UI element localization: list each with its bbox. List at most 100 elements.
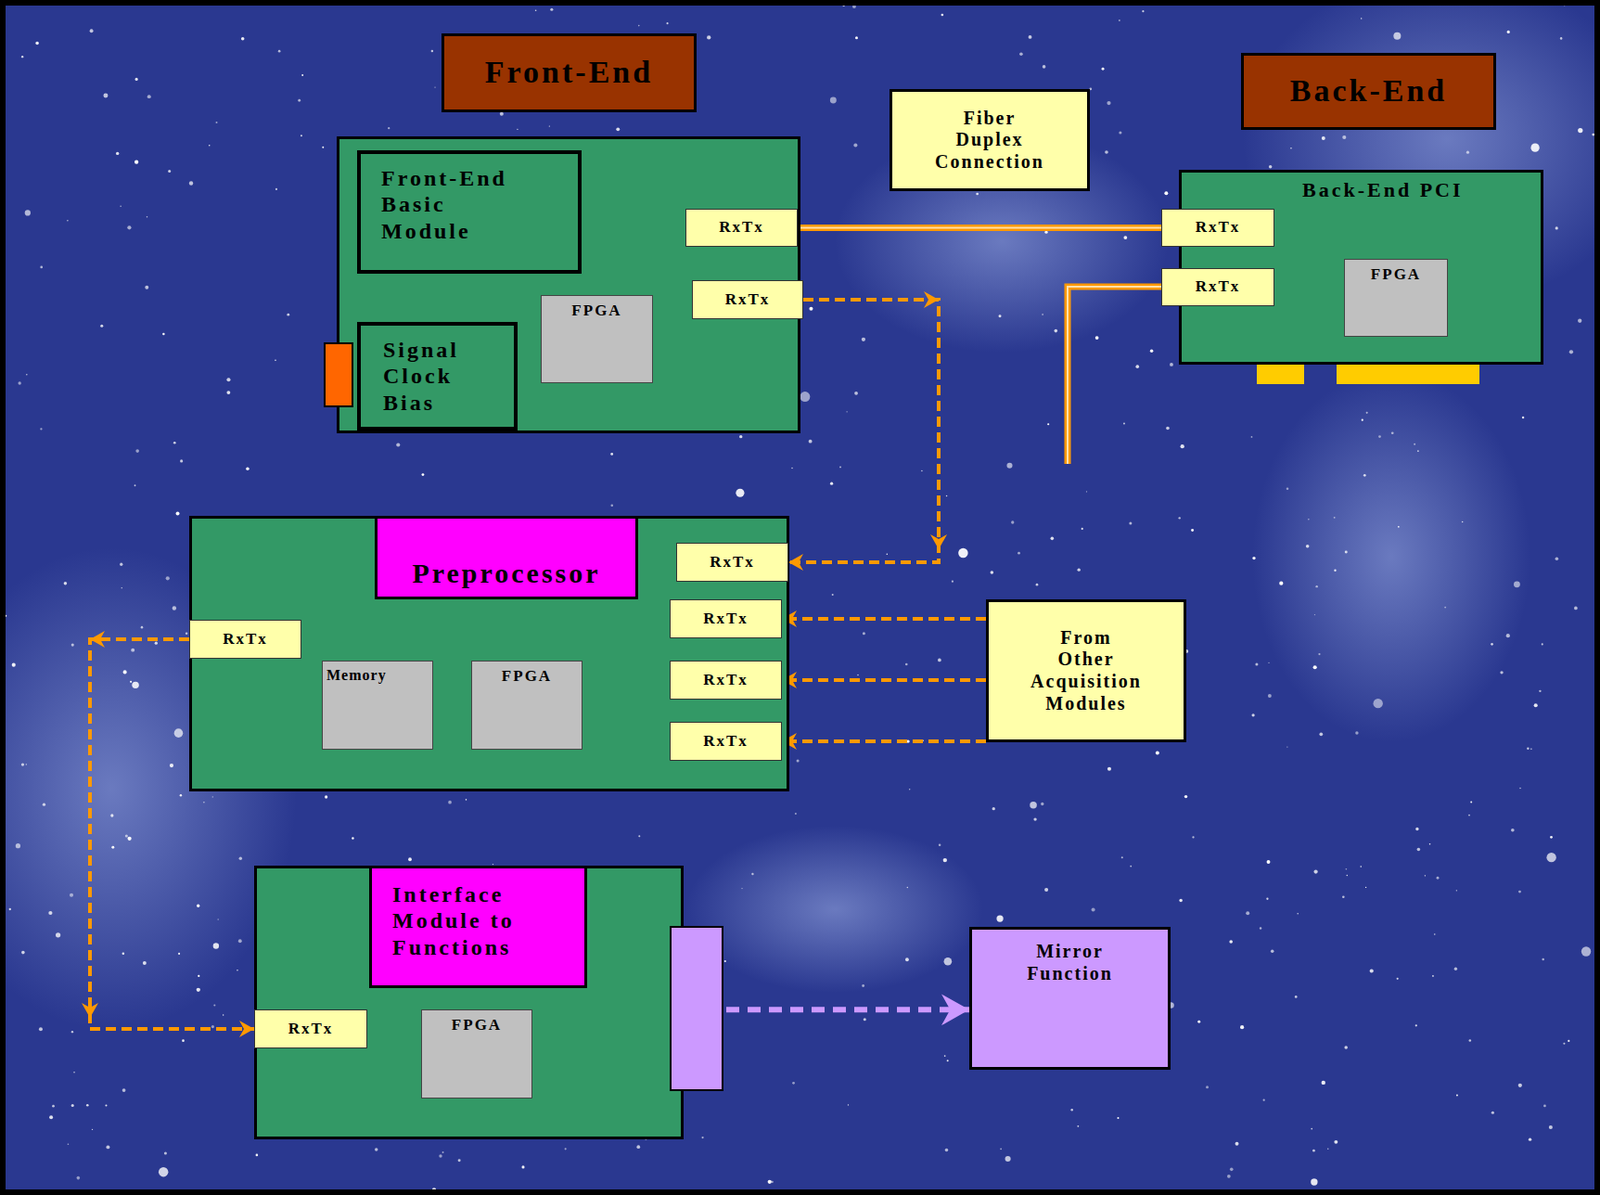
star — [1346, 874, 1348, 876]
star — [1432, 974, 1434, 977]
input-connector — [324, 343, 353, 407]
star — [1245, 910, 1250, 915]
star — [1522, 416, 1524, 419]
star — [1490, 642, 1494, 646]
connector-group — [781, 679, 986, 681]
star — [1267, 693, 1272, 698]
star — [1135, 364, 1140, 369]
star — [131, 681, 139, 689]
box-label: Front-End Basic Module — [381, 165, 525, 244]
star — [21, 950, 26, 955]
star — [134, 159, 139, 164]
star — [51, 1104, 55, 1108]
star — [300, 134, 303, 137]
star — [1318, 652, 1320, 655]
star — [1519, 787, 1522, 790]
star — [1567, 1039, 1570, 1042]
star — [176, 511, 180, 515]
box-label: Back-End — [1290, 72, 1448, 110]
star — [119, 563, 123, 566]
star — [665, 22, 668, 25]
box-label: RxTx — [222, 629, 269, 649]
star — [1091, 907, 1096, 911]
connector-group — [683, 1009, 970, 1011]
star — [1577, 128, 1583, 133]
arrow-head — [923, 291, 939, 308]
star — [1510, 828, 1515, 832]
star — [1266, 897, 1268, 900]
chip-box: FPGA — [421, 1009, 533, 1099]
star — [1560, 37, 1563, 40]
star — [791, 467, 794, 470]
star — [324, 794, 328, 798]
star — [166, 576, 170, 580]
star — [167, 169, 171, 173]
star — [1344, 550, 1348, 553]
star — [1562, 1042, 1565, 1045]
star — [1006, 462, 1012, 469]
star — [943, 857, 948, 862]
star — [1155, 750, 1160, 755]
star — [1466, 151, 1470, 154]
star — [71, 1103, 75, 1107]
star — [1290, 147, 1292, 149]
star — [174, 728, 184, 738]
star — [1267, 859, 1271, 864]
star — [1415, 827, 1419, 831]
star — [1310, 1127, 1313, 1130]
star — [64, 581, 67, 585]
star — [1415, 1024, 1418, 1026]
star — [1393, 32, 1401, 40]
star — [638, 834, 640, 837]
star — [135, 77, 139, 81]
star — [25, 209, 31, 216]
star — [71, 1030, 74, 1033]
star — [212, 795, 214, 797]
star — [1344, 1045, 1348, 1050]
star — [239, 857, 243, 860]
box-label: Memory — [326, 666, 387, 685]
box-label: FPGA — [571, 301, 622, 320]
star — [178, 952, 180, 955]
star — [35, 41, 39, 46]
star — [945, 1148, 949, 1152]
star — [1251, 713, 1255, 717]
star — [1044, 230, 1048, 234]
arrow-head — [81, 1002, 99, 1018]
star — [162, 332, 166, 336]
star — [1011, 520, 1014, 524]
star — [1469, 1038, 1472, 1042]
star — [1429, 843, 1432, 845]
star — [1286, 745, 1288, 747]
star — [853, 142, 858, 147]
star — [499, 112, 504, 116]
star — [610, 503, 614, 507]
star — [1345, 868, 1348, 871]
star — [521, 1164, 525, 1168]
star — [169, 763, 174, 768]
circuit-board: Interface Module to FunctionsRxTxFPGA — [254, 865, 684, 1140]
note-box: From Other Acquisition Modules — [985, 599, 1187, 743]
star — [1574, 606, 1578, 611]
star — [549, 125, 551, 127]
transceiver-box: RxTx — [669, 599, 782, 639]
star — [1118, 131, 1122, 135]
star — [39, 427, 42, 430]
star — [1070, 1108, 1074, 1112]
star — [1053, 329, 1058, 333]
transceiver-box: RxTx — [1161, 208, 1275, 247]
star — [238, 938, 243, 943]
star — [1433, 933, 1435, 935]
box-label: RxTx — [288, 1019, 334, 1038]
star — [1530, 747, 1532, 749]
chip-box: FPGA — [1344, 258, 1448, 337]
star — [638, 25, 640, 27]
data-flow-arrow — [781, 678, 986, 682]
star — [196, 987, 201, 992]
star — [215, 121, 218, 124]
box-label: FPGA — [451, 1015, 502, 1035]
box-label: RxTx — [1195, 277, 1242, 296]
star — [1555, 226, 1559, 230]
transceiver-box: RxTx — [189, 619, 302, 659]
star — [1507, 30, 1511, 34]
